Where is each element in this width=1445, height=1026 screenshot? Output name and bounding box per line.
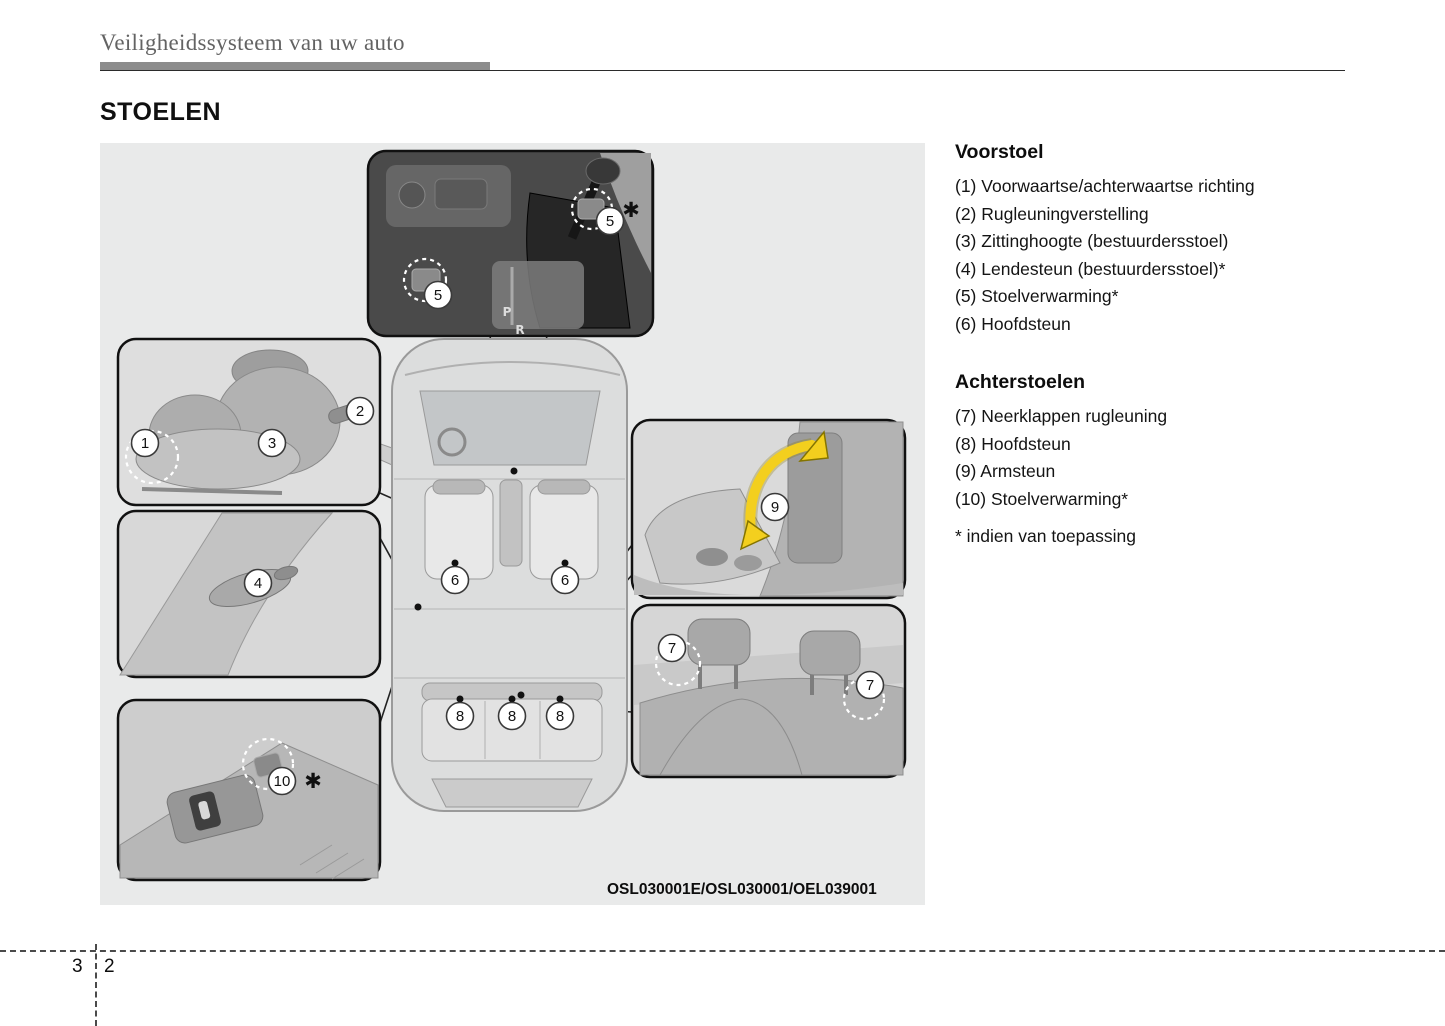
front-seat-item: (5) Stoelverwarming* <box>955 286 1119 306</box>
inset-front-seat <box>116 337 382 507</box>
chapter-number: 3 <box>72 956 83 977</box>
callout-6: 6 <box>550 565 580 595</box>
rear-seat-item: (10) Stoelverwarming* <box>955 488 1129 509</box>
gear-label: P <box>503 305 512 319</box>
svg-text:3: 3 <box>268 435 276 452</box>
callout-5: 5 <box>595 206 625 236</box>
callout-10: 10 <box>267 766 297 796</box>
callout-1: 1 <box>130 428 160 458</box>
front-seat-heading: Voorstoel <box>955 141 1044 163</box>
callout-3: 3 <box>257 428 287 458</box>
footer-rule <box>0 950 1445 952</box>
section-title: STOELEN <box>100 98 222 126</box>
fold-arrow-icon <box>739 430 829 551</box>
front-seat-item: (2) Rugleuningverstelling <box>955 203 1149 224</box>
headrest-icon <box>799 630 861 676</box>
svg-text:6: 6 <box>561 572 569 589</box>
inset-door <box>116 698 382 882</box>
figure-callouts: 1 2 3 4 5 5 6 6 7 7 8 8 8 9 10 <box>130 206 885 796</box>
callout-8: 8 <box>497 701 527 731</box>
rear-seat-item: (7) Neerklappen rugleuning <box>955 406 1168 426</box>
callout-5: 5 <box>423 280 453 310</box>
callout-7: 7 <box>657 633 687 663</box>
svg-text:8: 8 <box>508 708 516 725</box>
seat-diagram: ✱ ✱ PR 1 2 3 4 5 5 6 6 7 7 8 8 8 9 10 <box>116 149 907 882</box>
inset-rear-seat <box>630 603 907 779</box>
svg-text:8: 8 <box>456 708 464 725</box>
front-seat-item: (1) Voorwaartse/achterwaartse richting <box>955 176 1255 196</box>
car-top-view <box>371 338 654 812</box>
svg-text:7: 7 <box>668 640 676 657</box>
callout-2: 2 <box>345 396 375 426</box>
header-rule <box>100 70 1345 71</box>
figure-caption: OSL030001E/OSL030001/OEL039001 <box>607 881 877 898</box>
callout-7: 7 <box>855 670 885 700</box>
svg-text:2: 2 <box>356 403 364 420</box>
figure-marks: ✱ ✱ PR <box>304 198 640 793</box>
svg-text:1: 1 <box>141 435 149 452</box>
svg-text:9: 9 <box>771 499 779 516</box>
headrest-icon <box>687 618 751 666</box>
asterisk-mark: ✱ <box>304 769 322 793</box>
svg-text:5: 5 <box>606 213 614 230</box>
front-seat-item: (3) Zittinghoogte (bestuurdersstoel) <box>955 231 1229 251</box>
svg-text:4: 4 <box>254 575 262 592</box>
attachment-dots <box>414 467 569 703</box>
callout-6: 6 <box>440 565 470 595</box>
asterisk-mark: ✱ <box>622 198 640 222</box>
callout-8: 8 <box>545 701 575 731</box>
svg-text:10: 10 <box>274 773 291 790</box>
rear-seat-heading: Achterstoelen <box>955 371 1086 393</box>
page-number: 2 <box>104 956 115 977</box>
footnote: * indien van toepassing <box>955 526 1136 546</box>
page-header-title: Veiligheidssysteem van uw auto <box>100 30 405 55</box>
gear-label: R <box>515 323 524 337</box>
svg-text:7: 7 <box>866 677 874 694</box>
rear-seat-item: (8) Hoofdsteun <box>955 433 1071 454</box>
front-seat-item: (4) Lendesteun (bestuurdersstoel)* <box>955 258 1226 279</box>
header-bar <box>100 62 490 71</box>
svg-text:6: 6 <box>451 572 459 589</box>
front-seat-item: (6) Hoofdsteun <box>955 313 1071 334</box>
svg-text:5: 5 <box>434 287 442 304</box>
callout-8: 8 <box>445 701 475 731</box>
callout-9: 9 <box>760 492 790 522</box>
callout-4: 4 <box>243 568 273 598</box>
rear-seat-item: (9) Armsteun <box>955 461 1056 481</box>
svg-text:8: 8 <box>556 708 564 725</box>
legend-column: Voorstoel (1) Voorwaartse/achterwaartse … <box>955 141 1395 547</box>
footer-divider <box>95 944 97 1026</box>
